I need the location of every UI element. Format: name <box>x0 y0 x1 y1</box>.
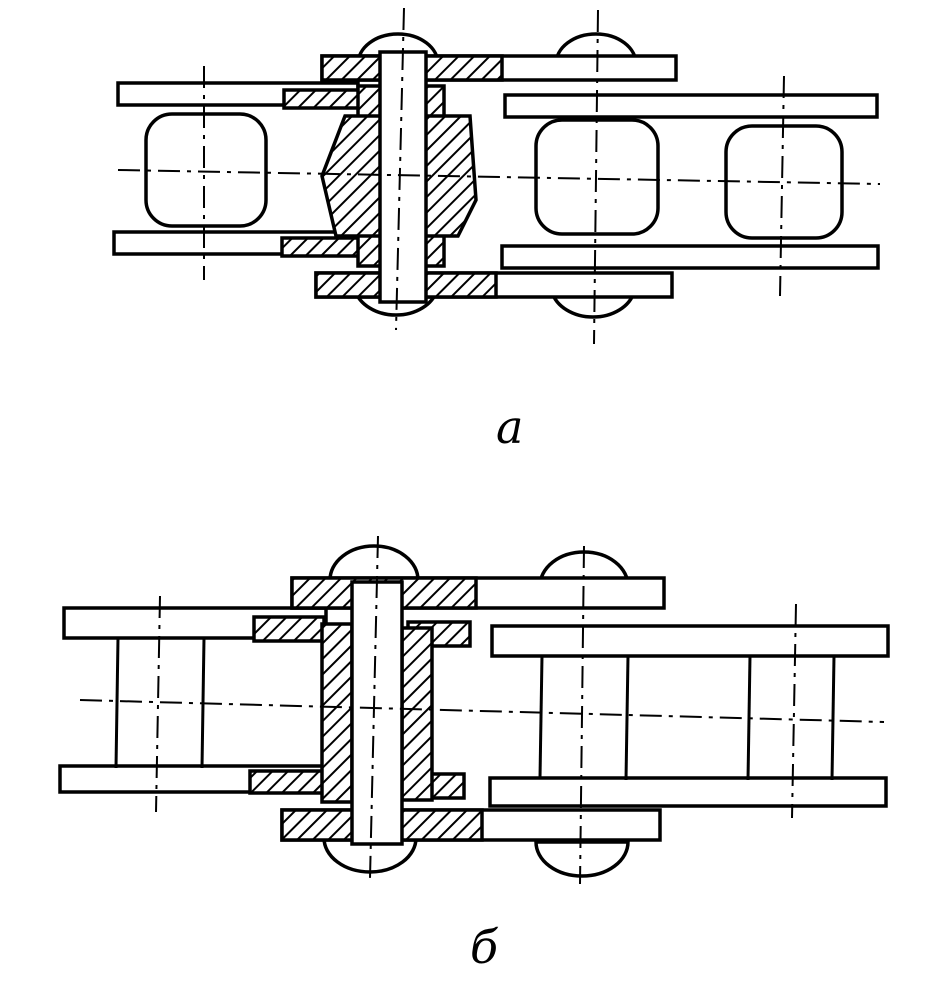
pin-section <box>378 50 428 304</box>
pin-axis-4-b <box>791 603 797 819</box>
pin-axis-2-b <box>369 535 379 879</box>
roller-4 <box>724 124 844 240</box>
pin-axis-4 <box>779 75 785 297</box>
roller-1 <box>144 112 268 228</box>
bushing-left-wall <box>320 622 354 804</box>
inner-plate-bottom-left-b-section <box>248 769 328 795</box>
inner-plate-bottom-left-section <box>280 236 362 258</box>
pin-head-top-1-b <box>328 544 420 582</box>
pin-axis-3 <box>593 9 599 345</box>
pin-axis-2 <box>395 7 405 331</box>
pin-head-bottom-2-b <box>534 840 630 878</box>
figure-label-b: б <box>470 920 499 974</box>
chain-axis-a <box>117 169 881 185</box>
roller-chain-view <box>112 7 881 345</box>
pin-head-bottom-1-b <box>322 836 418 874</box>
inner-plate-top-left-b-section <box>252 615 326 643</box>
inner-plate-top-right-b <box>490 624 890 658</box>
bushing-chain-view <box>58 535 890 885</box>
inner-plate-bottom-right <box>500 244 880 270</box>
pin-axis-3-b <box>579 545 585 885</box>
inner-plate-bottom-right-b <box>488 776 888 808</box>
pin-axis-1-b <box>155 595 161 813</box>
inner-plate-top-right <box>503 93 879 119</box>
bushing-right-wall <box>400 626 434 802</box>
bushing-middle <box>538 655 630 781</box>
chain-axis-b <box>79 699 885 723</box>
figure-label-a: а <box>496 400 524 454</box>
inner-plate-top-left-section <box>282 88 362 110</box>
